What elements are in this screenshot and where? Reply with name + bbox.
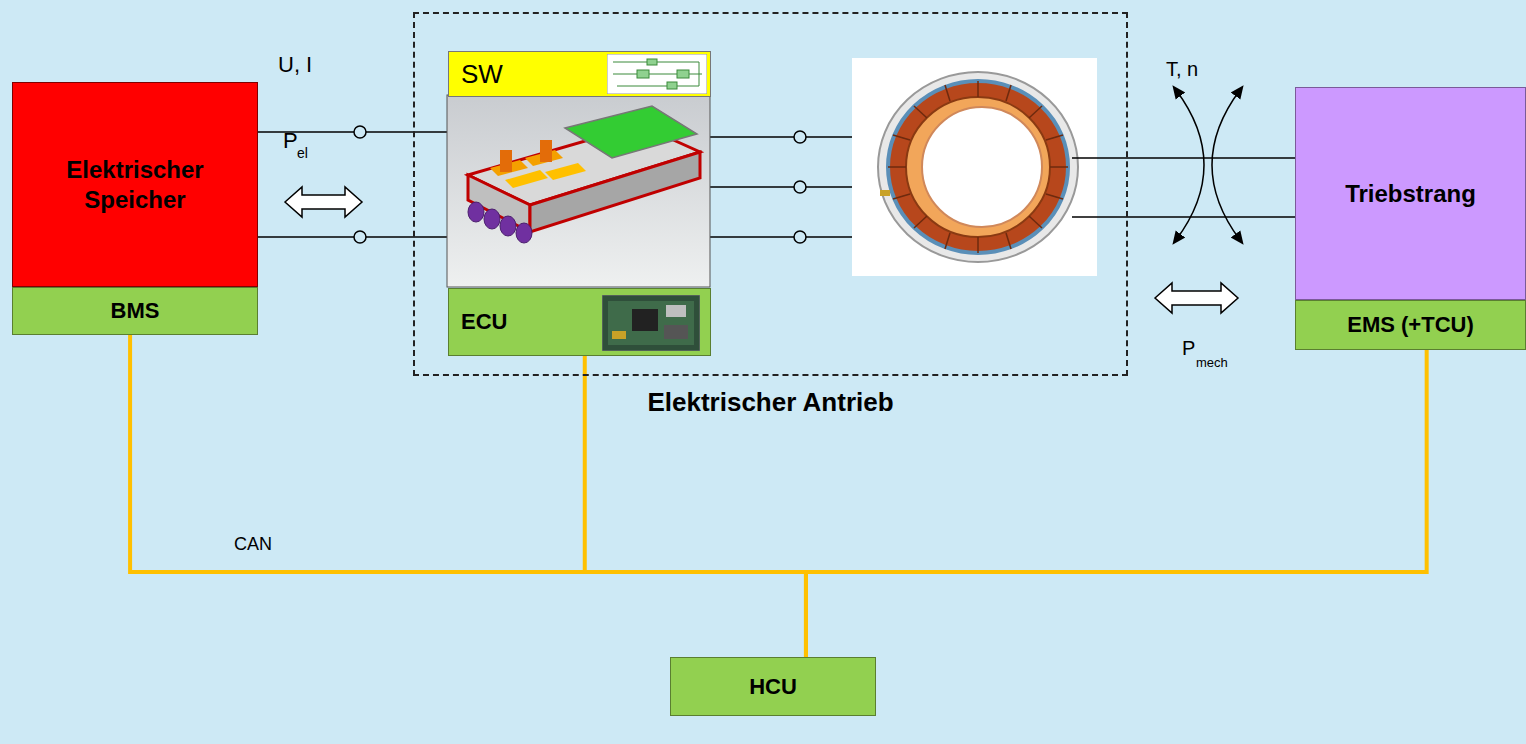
- signal-label: mech: [1196, 355, 1228, 370]
- signal-label: P: [1182, 337, 1195, 360]
- node-text: Elektrischer Speicher: [50, 155, 220, 215]
- ecu-board-photo: [602, 295, 700, 351]
- signal-label: T, n: [1166, 58, 1198, 81]
- can-bus-line: [806, 350, 1427, 657]
- ecu-box: ECU: [448, 288, 711, 356]
- node-text: BMS: [111, 297, 160, 325]
- signal-label: P: [283, 128, 298, 154]
- hcu-box: HCU: [670, 657, 876, 716]
- node-text: HCU: [749, 673, 797, 701]
- signal-label: el: [297, 145, 308, 161]
- node-text: Triebstrang: [1345, 179, 1476, 209]
- software-box: SW: [448, 51, 711, 97]
- power-arrow: [285, 187, 362, 217]
- power-arrow: [1155, 283, 1238, 313]
- signal-label: U, I: [278, 52, 312, 78]
- inverter-picture: [447, 95, 710, 287]
- motor-picture: [852, 58, 1097, 276]
- torque-arrows: [1176, 90, 1240, 240]
- bms-box: BMS: [12, 287, 258, 335]
- node-text: EMS (+TCU): [1347, 311, 1474, 339]
- drive-group: Elektrischer AntriebSWECU: [413, 12, 1128, 376]
- drivetrain-box: Triebstrang: [1295, 87, 1526, 300]
- node-text: ECU: [461, 308, 507, 336]
- node-text: Elektrischer Antrieb: [415, 386, 1126, 419]
- can-bus-line: [130, 335, 806, 657]
- bus-label: CAN: [232, 534, 274, 555]
- shaft-lines: [1072, 158, 1295, 217]
- node-text: SW: [461, 58, 503, 91]
- ems-box: EMS (+TCU): [1295, 300, 1526, 350]
- storage-box: Elektrischer Speicher: [12, 82, 258, 287]
- software-schematic: [607, 54, 707, 94]
